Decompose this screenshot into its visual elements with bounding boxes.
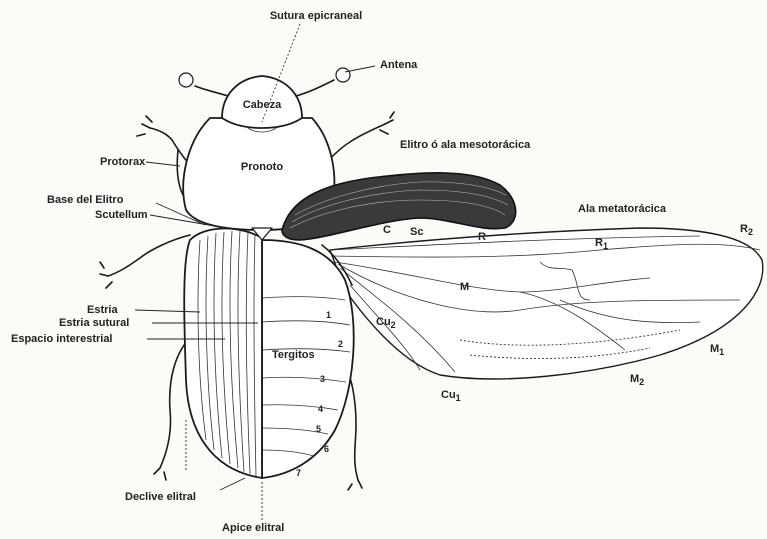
label-declive-elitral: Declive elitral [125,491,196,503]
label-tergito-6: 6 [324,444,329,454]
label-vein-m2: M2 [630,373,644,387]
left-elytron [184,228,262,478]
label-vein-cu1: Cu1 [441,389,461,403]
label-pronoto: Pronoto [241,161,283,173]
label-tergito-4: 4 [318,404,323,414]
label-tergito-1: 1 [326,310,331,320]
hind-wing [330,228,763,379]
label-tergitos: Tergitos [272,349,315,361]
label-estria-sutural: Estria sutural [59,317,129,329]
label-espacio-interestrial: Espacio interestrial [11,333,113,345]
label-tergito-3: 3 [320,374,325,384]
label-vein-r: R [478,231,486,243]
label-estria: Estria [87,304,118,316]
label-vein-c: C [383,224,391,236]
label-tergito-2: 2 [338,339,343,349]
label-vein-r2: R2 [740,223,753,237]
label-apice-elitral: Apice elitral [222,522,284,534]
label-antena: Antena [380,59,418,71]
label-vein-m1: M1 [710,343,724,357]
label-elitro-mesotoracica: Elitro ó ala mesotorácica [400,139,531,151]
label-sutura-epicraneal: Sutura epicraneal [270,10,362,22]
label-vein-sc: Sc [410,226,423,238]
label-vein-m: M [460,281,469,293]
label-protorax: Protorax [100,156,146,168]
label-tergito-5: 5 [316,424,321,434]
label-tergito-7: 7 [296,468,301,478]
label-base-elitro: Base del Elitro [47,194,124,206]
label-cabeza: Cabeza [243,99,282,111]
label-scutellum: Scutellum [95,209,148,221]
label-ala-metatoracica: Ala metatorácica [578,203,667,215]
